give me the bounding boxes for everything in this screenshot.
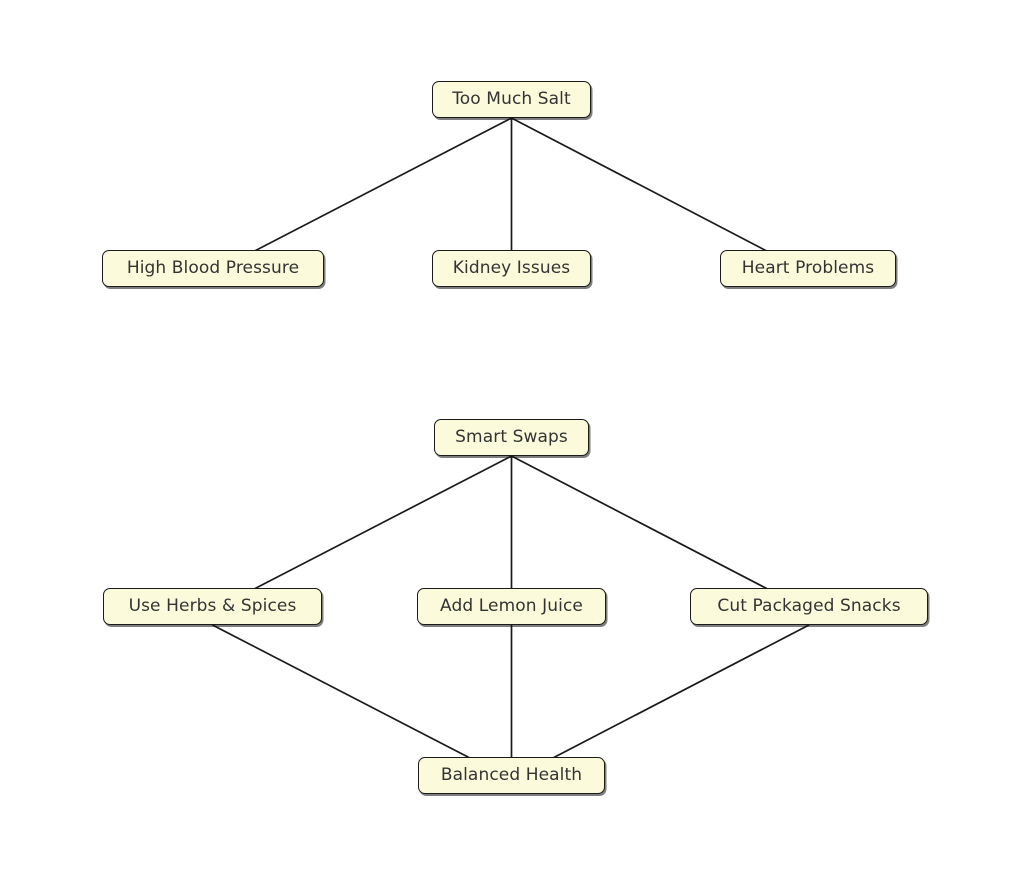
node-label: Balanced Health bbox=[440, 765, 583, 785]
node-use-herbs-spices[interactable]: Use Herbs & Spices bbox=[103, 588, 322, 625]
node-label: High Blood Pressure bbox=[126, 258, 300, 278]
node-balanced-health[interactable]: Balanced Health bbox=[418, 757, 605, 794]
node-cut-packaged-snacks[interactable]: Cut Packaged Snacks bbox=[690, 588, 928, 625]
node-label: Smart Swaps bbox=[455, 427, 568, 447]
node-smart-swaps[interactable]: Smart Swaps bbox=[434, 419, 589, 456]
node-heart-problems[interactable]: Heart Problems bbox=[720, 250, 896, 287]
node-label: Use Herbs & Spices bbox=[128, 596, 297, 616]
node-too-much-salt[interactable]: Too Much Salt bbox=[432, 81, 591, 118]
node-add-lemon-juice[interactable]: Add Lemon Juice bbox=[417, 588, 606, 625]
node-kidney-issues[interactable]: Kidney Issues bbox=[432, 250, 591, 287]
node-label: Too Much Salt bbox=[452, 89, 571, 109]
node-label: Cut Packaged Snacks bbox=[717, 596, 901, 616]
node-label: Heart Problems bbox=[741, 258, 875, 278]
node-label: Add Lemon Juice bbox=[440, 596, 583, 616]
node-label: Kidney Issues bbox=[452, 258, 571, 278]
node-high-blood-pressure[interactable]: High Blood Pressure bbox=[102, 250, 324, 287]
